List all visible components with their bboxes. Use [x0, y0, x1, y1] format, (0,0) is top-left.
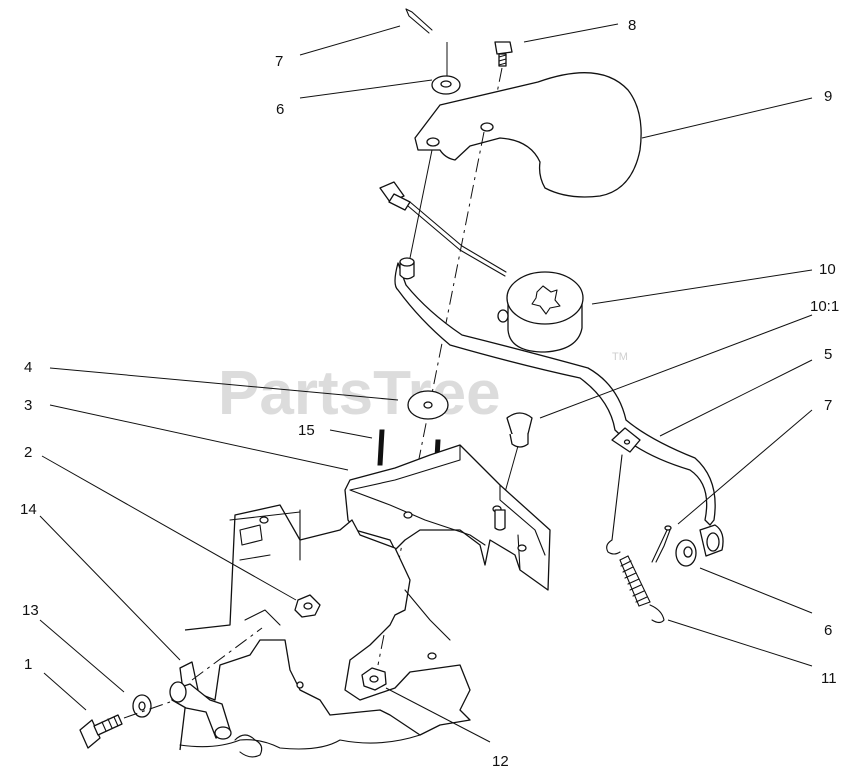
callout-11: 11 — [821, 670, 837, 687]
nut-2 — [294, 594, 321, 618]
callout-1: 1 — [24, 656, 32, 673]
callout-6-top: 6 — [276, 101, 284, 118]
callout-7-right: 7 — [824, 397, 832, 414]
pin-axis-left — [409, 149, 433, 259]
cotter-pin-top — [405, 8, 433, 34]
washer-13 — [132, 694, 152, 718]
extension-spring — [606, 454, 665, 624]
callout-5: 5 — [824, 346, 832, 363]
callout-8: 8 — [628, 17, 636, 34]
washer-large — [407, 390, 449, 420]
callout-12: 12 — [492, 753, 509, 770]
bolt-1 — [79, 714, 123, 749]
washer-top — [431, 75, 461, 95]
nut-12 — [361, 667, 387, 691]
pivot-stud — [169, 661, 232, 740]
callout-10: 10 — [819, 261, 836, 278]
switch-housing — [497, 271, 584, 353]
callout-13: 13 — [22, 602, 39, 619]
callout-10-1: 10:1 — [810, 298, 839, 315]
mounting-bracket — [344, 444, 551, 591]
callout-9: 9 — [824, 88, 832, 105]
callout-4: 4 — [24, 359, 32, 376]
bolt-axis-1 — [123, 701, 171, 719]
wire-connector — [379, 181, 507, 277]
chassis-frame — [179, 504, 471, 758]
arm-pivot-boss — [699, 524, 724, 557]
watermark-trademark: TM — [612, 351, 628, 363]
callout-7-top: 7 — [275, 53, 283, 70]
cover-plate — [414, 72, 642, 198]
bushing — [506, 412, 533, 448]
callout-2: 2 — [24, 444, 32, 461]
leader-lines — [39, 23, 813, 743]
cotter-pin-right — [651, 525, 672, 563]
callout-15: 15 — [298, 422, 315, 439]
callout-6-right: 6 — [824, 622, 832, 639]
watermark-text: PartsTree — [218, 359, 501, 428]
bolt-top — [494, 41, 513, 67]
washer-right — [675, 539, 697, 567]
callout-3: 3 — [24, 397, 32, 414]
callout-14: 14 — [20, 501, 37, 518]
